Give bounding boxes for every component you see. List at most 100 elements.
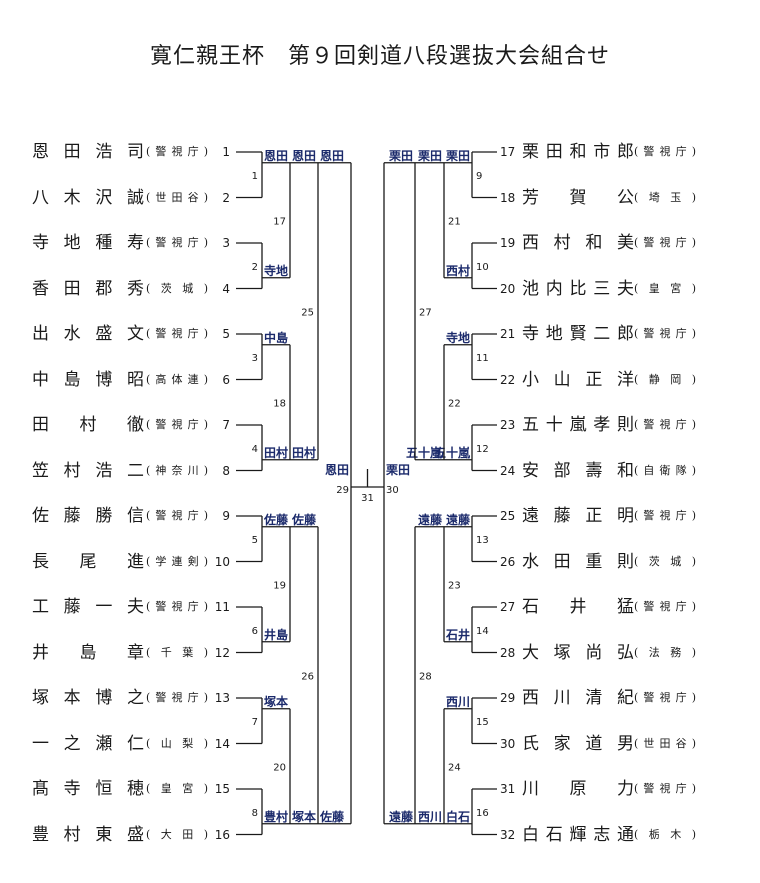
seed-number: 14 bbox=[214, 736, 230, 751]
player-name: 西村和美 bbox=[522, 233, 634, 253]
player-name: 笠村浩二 bbox=[32, 460, 144, 481]
match-number: 31 bbox=[361, 493, 374, 504]
winner-label: 西村 bbox=[446, 263, 470, 278]
seed-number: 15 bbox=[214, 782, 230, 796]
winner-label: 西川 bbox=[446, 695, 470, 709]
player-affiliation: (山梨) bbox=[146, 736, 208, 750]
player-name: 恩田浩司 bbox=[32, 142, 144, 162]
winner-label: 佐藤 bbox=[319, 809, 345, 824]
player-affiliation: (静岡) bbox=[634, 372, 696, 386]
player-name: 白石輝志通 bbox=[522, 824, 634, 845]
winner-label: 恩田 bbox=[325, 462, 349, 477]
player-affiliation: (皇宮) bbox=[146, 782, 208, 795]
player-affiliation: (警視庁) bbox=[146, 418, 208, 431]
player-name: 田村徹 bbox=[32, 415, 144, 435]
player-affiliation: (大田) bbox=[146, 827, 208, 841]
winner-label: 塚本 bbox=[264, 694, 288, 709]
winner-label: 寺地 bbox=[446, 330, 470, 345]
winner-label: 白石 bbox=[446, 809, 470, 824]
seed-number: 27 bbox=[500, 600, 516, 614]
player-name: 川原力 bbox=[522, 779, 634, 799]
winner-label: 栗田 bbox=[418, 149, 442, 163]
winner-label: 遠藤 bbox=[446, 512, 471, 527]
seed-number: 17 bbox=[500, 145, 516, 159]
player-affiliation: (警視庁) bbox=[634, 600, 696, 613]
seed-number: 28 bbox=[500, 645, 516, 660]
winner-label: 塚本 bbox=[292, 809, 316, 824]
winner-label: 佐藤 bbox=[291, 512, 317, 527]
player-affiliation: (警視庁) bbox=[634, 145, 696, 158]
seed-number: 26 bbox=[500, 554, 516, 569]
player-affiliation: (警視庁) bbox=[146, 691, 208, 704]
winner-label: 遠藤 bbox=[418, 512, 443, 527]
match-number: 7 bbox=[252, 717, 258, 728]
match-number: 25 bbox=[301, 307, 314, 318]
seed-number: 9 bbox=[222, 509, 230, 523]
winner-label: 田村 bbox=[292, 445, 316, 460]
match-number: 9 bbox=[476, 171, 482, 182]
player-name: 五十嵐孝則 bbox=[522, 415, 634, 435]
seed-number: 30 bbox=[500, 736, 516, 751]
player-name: 西川清紀 bbox=[522, 688, 634, 708]
seed-number: 23 bbox=[500, 418, 516, 432]
winner-label: 中島 bbox=[264, 330, 288, 345]
match-number: 6 bbox=[252, 626, 258, 637]
match-number: 30 bbox=[386, 485, 399, 496]
seed-number: 3 bbox=[222, 236, 230, 250]
seed-number: 19 bbox=[500, 236, 516, 250]
winner-label: 恩田 bbox=[264, 148, 288, 163]
player-name: 寺地種寿 bbox=[32, 233, 144, 253]
match-number: 20 bbox=[273, 762, 286, 773]
seed-number: 7 bbox=[222, 418, 230, 432]
seed-number: 29 bbox=[500, 691, 516, 705]
match-number: 4 bbox=[252, 444, 258, 455]
player-affiliation: (学連剣) bbox=[146, 554, 208, 568]
match-number: 12 bbox=[476, 444, 489, 455]
player-name: 長尾進 bbox=[32, 551, 144, 572]
match-number: 21 bbox=[448, 216, 461, 227]
seed-number: 5 bbox=[222, 327, 230, 341]
player-affiliation: (法務) bbox=[634, 645, 696, 659]
player-name: 大塚尚弘 bbox=[522, 642, 634, 663]
match-number: 8 bbox=[252, 808, 258, 819]
match-number: 29 bbox=[336, 485, 349, 496]
player-name: 水田重則 bbox=[522, 551, 634, 572]
player-name: 豊村東盛 bbox=[32, 824, 144, 845]
player-name: 香田郡秀 bbox=[32, 278, 144, 299]
winner-label: 豊村 bbox=[264, 809, 288, 824]
match-number: 13 bbox=[476, 535, 489, 546]
player-name: 石井猛 bbox=[522, 597, 634, 617]
player-affiliation: (皇宮) bbox=[634, 281, 696, 295]
player-affiliation: (茨城) bbox=[146, 281, 208, 295]
player-name: 安部壽和 bbox=[522, 460, 634, 481]
player-name: 小山正洋 bbox=[522, 369, 634, 390]
match-number: 24 bbox=[448, 762, 461, 773]
player-affiliation: (警視庁) bbox=[634, 327, 696, 340]
seed-number: 8 bbox=[222, 463, 230, 478]
match-number: 22 bbox=[448, 398, 461, 409]
player-affiliation: (警視庁) bbox=[634, 509, 696, 522]
winner-label: 五十嵐 bbox=[406, 445, 443, 460]
match-number: 2 bbox=[252, 262, 258, 273]
seed-number: 22 bbox=[500, 372, 516, 387]
player-name: 芳賀公 bbox=[522, 187, 634, 208]
player-affiliation: (警視庁) bbox=[634, 236, 696, 249]
match-number: 28 bbox=[419, 671, 432, 682]
player-affiliation: (栃木) bbox=[634, 827, 696, 841]
seed-number: 12 bbox=[214, 645, 230, 660]
winner-label: 石井 bbox=[445, 627, 470, 642]
match-number: 23 bbox=[448, 580, 461, 591]
player-affiliation: (警視庁) bbox=[146, 327, 208, 340]
player-name: 髙寺恒穂 bbox=[32, 779, 144, 799]
seed-number: 21 bbox=[500, 327, 516, 341]
winner-label: 五十嵐 bbox=[434, 445, 471, 460]
match-number: 26 bbox=[301, 671, 314, 682]
player-name: 寺地賢二郎 bbox=[522, 324, 634, 344]
winner-label: 栗田 bbox=[389, 149, 413, 163]
seed-number: 18 bbox=[500, 190, 516, 205]
player-affiliation: (警視庁) bbox=[146, 509, 208, 522]
player-affiliation: (警視庁) bbox=[146, 600, 208, 613]
seed-number: 11 bbox=[214, 600, 230, 614]
player-affiliation: (千葉) bbox=[146, 645, 208, 659]
